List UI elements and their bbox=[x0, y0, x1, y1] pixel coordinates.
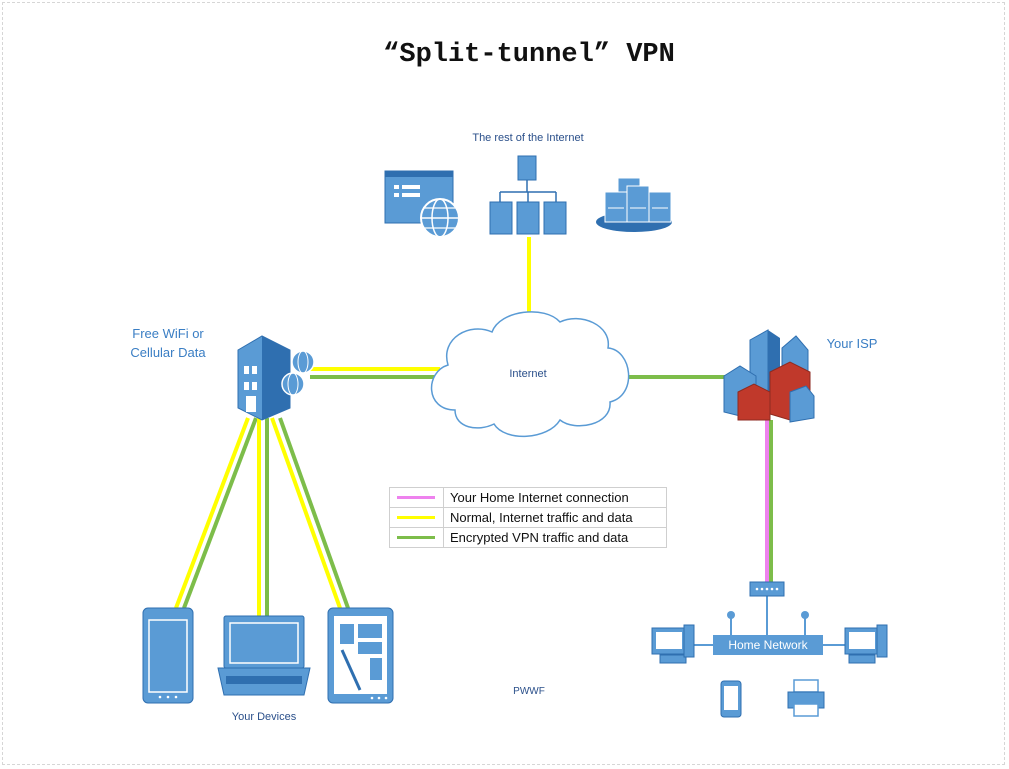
line-wifi-to-tablet-green bbox=[278, 417, 350, 609]
legend-row: Your Home Internet connection bbox=[390, 488, 666, 508]
line-wifi-to-phone-yellow bbox=[174, 417, 250, 609]
wifi-building-icon bbox=[237, 335, 315, 421]
web-server-globe-icon bbox=[384, 170, 460, 238]
home-phone-icon bbox=[720, 680, 742, 718]
isp-city-icon bbox=[723, 329, 815, 423]
line-wifi-to-phone-green bbox=[182, 417, 258, 609]
legend-label-normal: Normal, Internet traffic and data bbox=[450, 510, 633, 525]
home-router-icon bbox=[749, 581, 785, 597]
home-printer-icon bbox=[787, 679, 825, 717]
rest-of-internet-label: The rest of the Internet bbox=[472, 132, 584, 144]
server-hierarchy-icon bbox=[489, 155, 567, 235]
legend: Your Home Internet connection Normal, In… bbox=[389, 487, 667, 548]
device-laptop-icon bbox=[217, 615, 311, 696]
legend-label-vpn: Encrypted VPN traffic and data bbox=[450, 530, 629, 545]
device-phone-icon bbox=[142, 607, 194, 704]
legend-swatch-vpn bbox=[390, 528, 444, 547]
home-desktop-right-icon bbox=[844, 624, 888, 664]
diagram-title: “Split-tunnel” VPN bbox=[383, 40, 675, 70]
your-devices-label: Your Devices bbox=[231, 711, 297, 723]
legend-swatch-home bbox=[390, 488, 444, 507]
legend-row: Normal, Internet traffic and data bbox=[390, 508, 666, 528]
internet-label: Internet bbox=[509, 368, 547, 380]
home-network-node-right bbox=[801, 611, 809, 619]
watermark-label: PWWF bbox=[513, 686, 545, 697]
datacenter-icon bbox=[596, 177, 672, 232]
home-network-node-left bbox=[727, 611, 735, 619]
device-tablet-icon bbox=[327, 607, 394, 704]
your-isp-label: Your ISP bbox=[826, 336, 878, 351]
connection-lines bbox=[174, 237, 845, 646]
home-desktop-left-icon bbox=[651, 624, 695, 664]
legend-row: Encrypted VPN traffic and data bbox=[390, 528, 666, 547]
line-wifi-to-tablet-yellow bbox=[270, 417, 342, 609]
internet-cloud-icon bbox=[430, 311, 630, 437]
legend-swatch-normal bbox=[390, 508, 444, 527]
home-network-box: Home Network bbox=[713, 635, 823, 655]
legend-label-home: Your Home Internet connection bbox=[450, 490, 629, 505]
free-wifi-label: Free WiFi or Cellular Data bbox=[130, 326, 206, 360]
